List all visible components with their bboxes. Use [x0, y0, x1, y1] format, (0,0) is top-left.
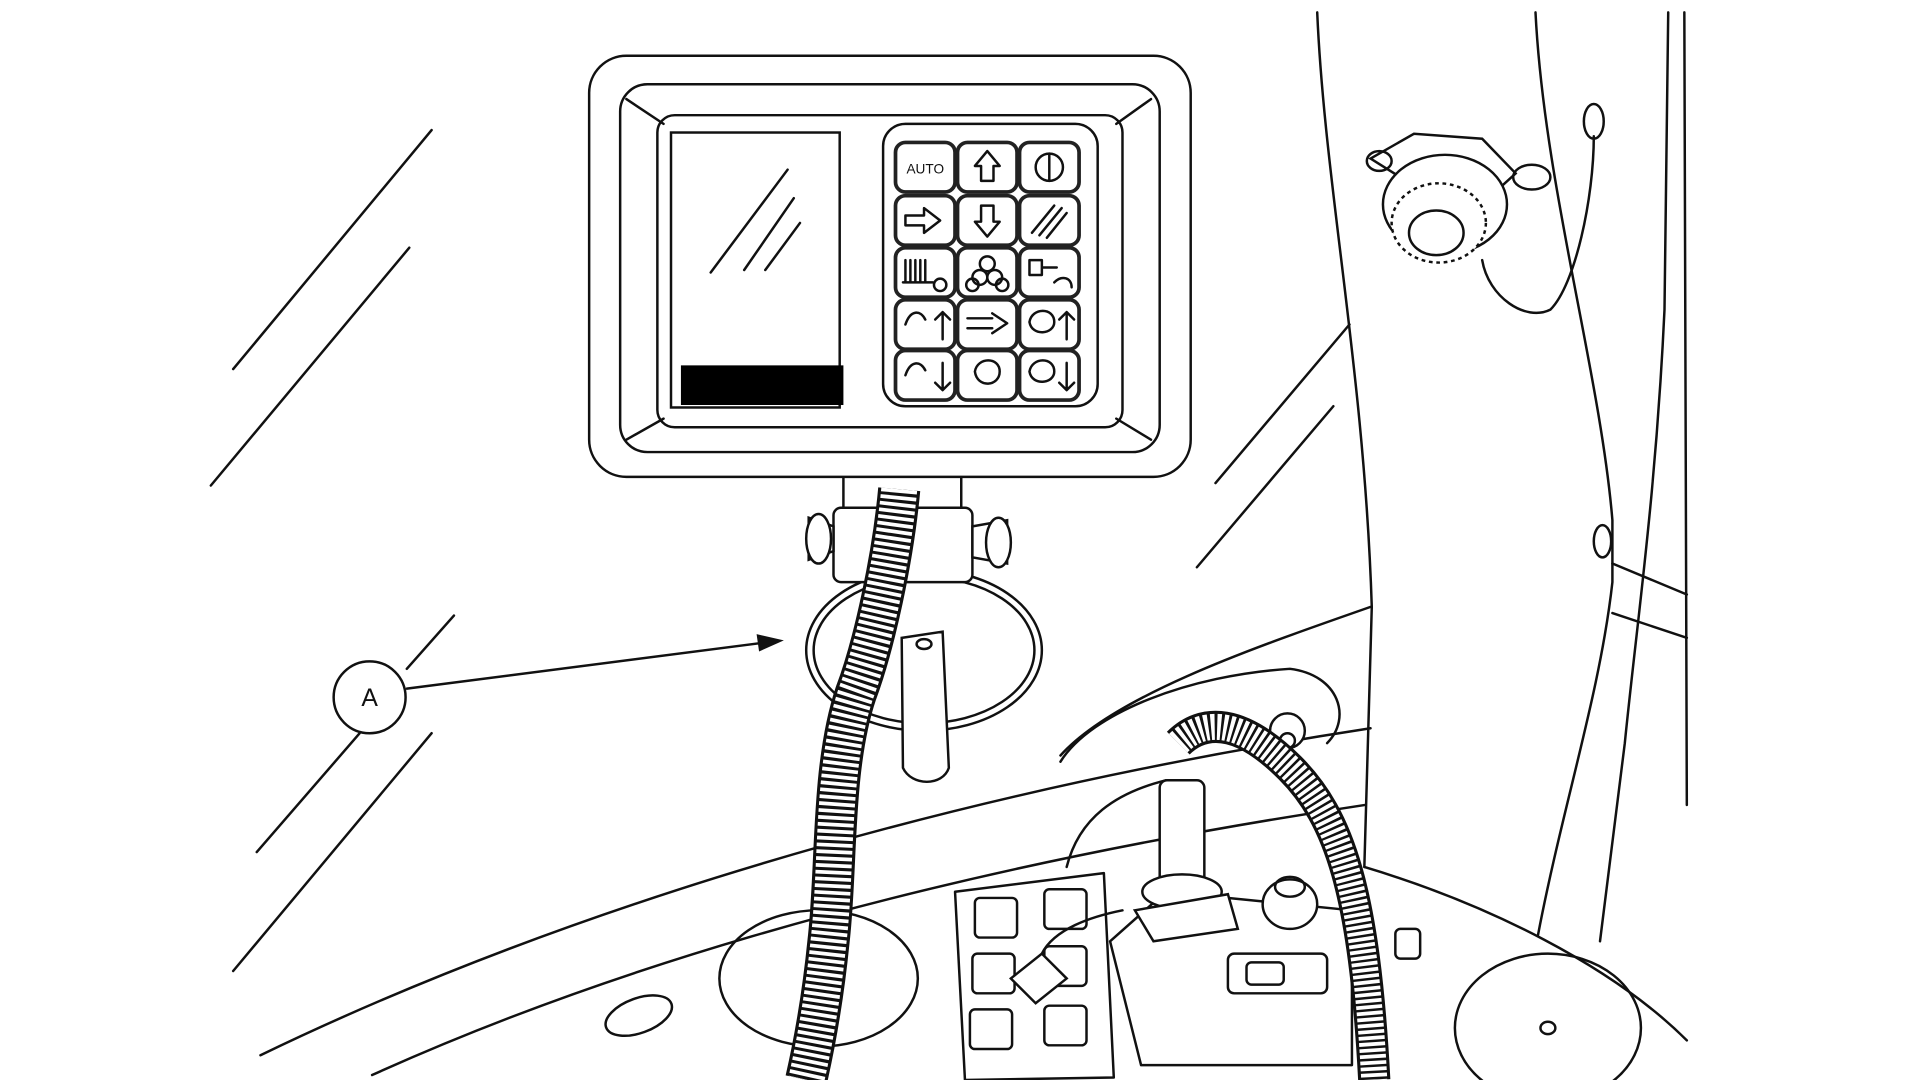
chamber-up-button[interactable]: [1017, 297, 1081, 352]
knotter-icon: [1028, 258, 1073, 289]
console-switch-panel: [953, 871, 1422, 1080]
display-status-bar: [680, 365, 844, 405]
chamber-up-icon: [1028, 309, 1076, 341]
enter-button[interactable]: [893, 193, 957, 248]
callout-label: A: [361, 685, 378, 712]
dashboard: [259, 605, 1689, 1080]
pickup-up-icon: [904, 310, 952, 341]
callout-a: A: [332, 634, 784, 735]
chamber-down-icon: [1028, 359, 1076, 392]
enter-arrow-icon: [904, 206, 942, 235]
monitor-display-screen: [669, 131, 844, 409]
callout-arrow: [405, 641, 765, 690]
arrowhead-icon: [756, 634, 784, 652]
down-arrow-button[interactable]: [955, 193, 1019, 248]
down-arrow-icon: [973, 204, 1001, 238]
feed-button[interactable]: [955, 297, 1019, 352]
up-arrow-icon: [973, 149, 1001, 183]
power-hose: [1132, 710, 1391, 1080]
up-arrow-button[interactable]: [955, 140, 1019, 194]
hatch-button[interactable]: [1017, 193, 1081, 248]
diagonal-lines-icon: [1030, 204, 1068, 240]
hose-clamp-ring: [804, 568, 1044, 783]
pickup-down-icon: [904, 361, 952, 392]
cab-pillar: [1315, 11, 1689, 943]
feed-icon: [966, 312, 1009, 335]
chamber-open-button[interactable]: [955, 348, 1019, 402]
auto-button-label: AUTO: [906, 161, 944, 176]
chamber-open-icon: [973, 359, 1001, 385]
bale-counter-icon: [901, 258, 934, 284]
rolls-icon: [964, 255, 1010, 293]
auto-button[interactable]: [893, 140, 957, 194]
monitor-cable: [785, 487, 921, 1080]
pillar-socket-connector: [1365, 132, 1596, 315]
monitor-keypad: AUTO: [881, 122, 1099, 408]
chamber-down-button[interactable]: [1017, 348, 1081, 402]
windshield-glare-lines: [209, 128, 1351, 973]
